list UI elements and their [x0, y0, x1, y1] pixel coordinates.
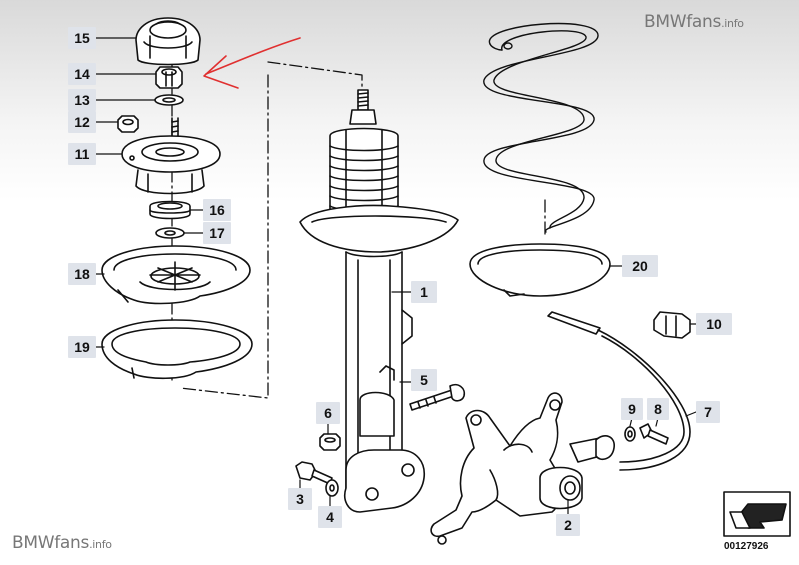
label-part-19: 19	[68, 336, 96, 358]
label-part-3: 3	[288, 488, 312, 510]
abs-sensor-cable	[547, 311, 691, 471]
label-part-10: 10	[696, 313, 732, 335]
hex-nut	[117, 115, 139, 133]
watermark-top-suffix: .info	[721, 17, 744, 30]
document-number: 00127926	[724, 541, 769, 552]
coil-spring	[483, 22, 599, 233]
label-part-8: 8	[647, 398, 669, 420]
sensor-washer	[624, 426, 636, 442]
reference-corner-icon	[723, 491, 791, 537]
shim-washer	[155, 227, 185, 239]
annotation-arrow	[203, 37, 301, 89]
washer-small	[154, 94, 184, 106]
label-part-15: 15	[68, 27, 96, 49]
watermark-bottom: BMWfans.info	[12, 533, 112, 553]
watermark-top: BMWfans.info	[644, 12, 744, 32]
watermark-top-main: BMWfans	[644, 12, 722, 32]
label-part-14: 14	[68, 63, 96, 85]
label-part-17: 17	[203, 222, 231, 244]
spring-pad	[469, 243, 611, 297]
clamp-nut	[319, 433, 341, 451]
sensor-bolt	[639, 423, 669, 445]
top-mount-cap	[135, 17, 201, 66]
label-part-2: 2	[556, 514, 580, 536]
guide-support-mount	[121, 117, 221, 195]
strut-bearing	[149, 200, 191, 220]
hex-bolt-lower	[295, 461, 333, 485]
label-part-1: 1	[411, 281, 437, 303]
leader-lines	[95, 37, 697, 515]
long-bolt	[409, 383, 466, 411]
rubber-spring-support	[101, 319, 253, 380]
washer-lower	[325, 479, 339, 497]
watermark-bottom-main: BMWfans	[12, 533, 90, 553]
watermark-bottom-suffix: .info	[89, 538, 112, 551]
self-locking-nut	[155, 66, 183, 89]
label-part-4: 4	[318, 506, 342, 528]
label-part-13: 13	[68, 89, 96, 111]
label-part-7: 7	[696, 401, 720, 423]
label-part-20: 20	[622, 255, 658, 277]
label-part-6: 6	[316, 402, 340, 424]
label-part-5: 5	[411, 369, 437, 391]
label-part-12: 12	[68, 111, 96, 133]
upper-spring-seat	[101, 245, 251, 305]
shock-absorber-strut	[299, 89, 459, 513]
cable-clip	[653, 311, 691, 339]
label-part-18: 18	[68, 263, 96, 285]
label-part-9: 9	[621, 398, 643, 420]
label-part-11: 11	[68, 143, 96, 165]
steering-knuckle	[430, 392, 583, 545]
label-part-16: 16	[203, 199, 231, 221]
